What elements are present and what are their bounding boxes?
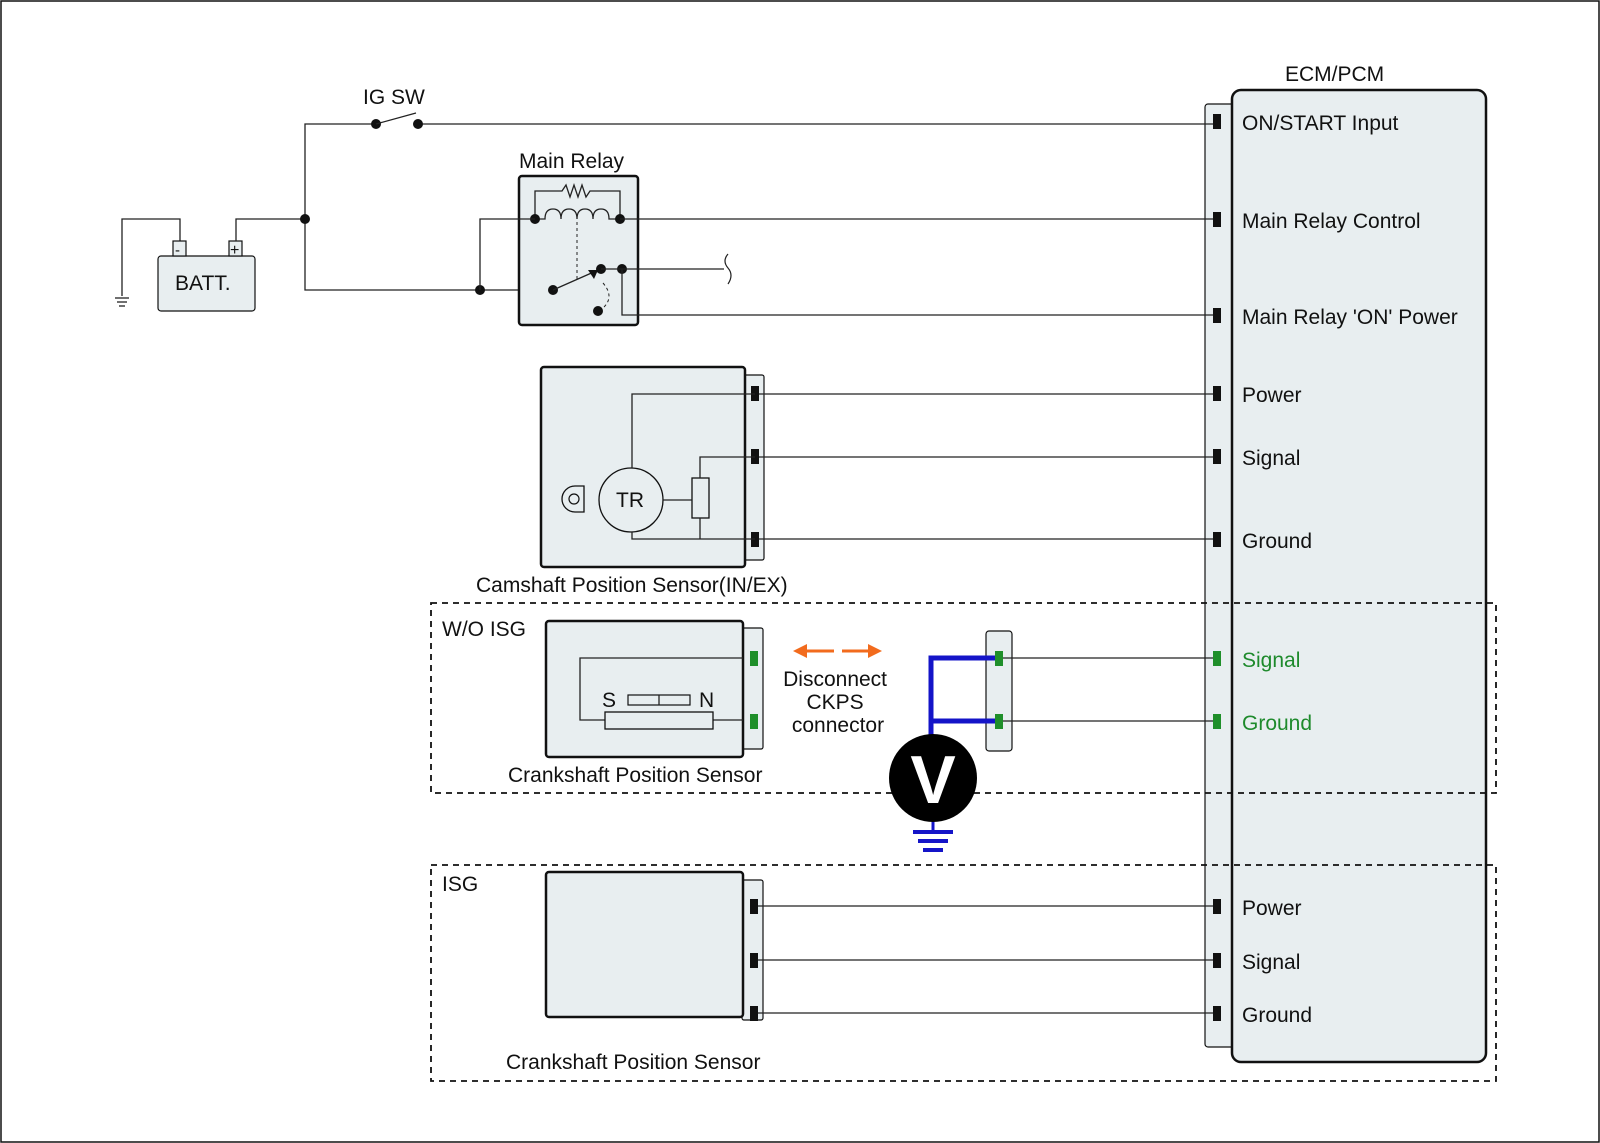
camshaft-position-sensor: TR Camshaft Position Sensor(IN/EX)	[476, 365, 788, 597]
battery-positive-wire	[235, 218, 305, 241]
isg-dashed-box	[430, 864, 1497, 1082]
ecm-pin	[1213, 651, 1221, 666]
ecm-pin-wo-signal: Signal	[1242, 649, 1300, 672]
ecm-pin-on-start: ON/START Input	[1242, 112, 1399, 135]
isg-label: ISG	[442, 873, 478, 896]
ecm-pin	[1213, 714, 1221, 729]
harness-connector[interactable]	[985, 630, 1013, 752]
instruction-line-2: CKPS	[806, 691, 863, 714]
relay-switch-nc	[593, 306, 603, 316]
ig-switch-lever	[375, 112, 417, 125]
ckp-internal-wire	[579, 657, 743, 721]
cmp-label: Camshaft Position Sensor(IN/EX)	[476, 574, 788, 597]
ecm-pcm: ECM/PCM	[1204, 63, 1488, 1064]
ecm-pin	[1213, 532, 1221, 547]
cmp-body	[539, 365, 747, 569]
disconnect-instruction: Disconnect CKPS connector	[783, 668, 893, 737]
relay-resistor	[534, 182, 621, 219]
harness-pin	[995, 714, 1003, 729]
ecm-pin	[1213, 212, 1221, 227]
disconnect-arrows-icon	[793, 644, 882, 658]
ecm-pin	[1213, 449, 1221, 464]
relay-switch-arm	[552, 270, 597, 291]
ig-switch-label: IG SW	[363, 86, 425, 109]
battery: - + BATT.	[115, 218, 256, 312]
isg-section: ISG Crankshaft Position Sensor	[430, 864, 1497, 1082]
isg-ckp-pin	[750, 953, 758, 968]
ig-switch-feed-wire	[304, 123, 376, 219]
isg-ckp-body	[544, 870, 745, 1019]
ckp-coil	[604, 711, 714, 730]
ecm-pin-isg-power: Power	[1242, 897, 1302, 920]
ecm-pin	[1213, 1006, 1221, 1021]
wo-isg-section: W/O ISG S N Crankshaft Position Sensor D…	[430, 602, 1497, 852]
ecm-pin	[1213, 953, 1221, 968]
ckp-pin	[750, 714, 758, 729]
ecm-pin-isg-ground: Ground	[1242, 1004, 1312, 1027]
relay-switch-arrow	[588, 270, 598, 279]
battery-negative-terminal	[172, 240, 187, 257]
voltmeter[interactable]: V	[889, 734, 977, 822]
cmp-internal-ground	[631, 532, 755, 540]
ecm-pin-cmp-signal: Signal	[1242, 447, 1300, 470]
battery-negative-sign: -	[175, 242, 180, 259]
ckp-pin	[750, 651, 758, 666]
magnet-icon	[561, 485, 585, 513]
relay-on-power-wire	[621, 269, 1213, 316]
cmp-tr-label: TR	[616, 489, 644, 512]
ecm-pin-relay-on-power: Main Relay 'ON' Power	[1242, 306, 1458, 329]
isg-sensor-label: Crankshaft Position Sensor	[506, 1051, 760, 1074]
ecm-pin	[1213, 114, 1221, 129]
battery-body	[157, 255, 256, 312]
relay-coil	[535, 208, 620, 220]
isg-ckp-pin	[750, 899, 758, 914]
relay-feed-wire	[304, 219, 553, 291]
ckp-connector-strip	[741, 627, 764, 750]
wo-isg-sensor-label: Crankshaft Position Sensor	[508, 764, 762, 787]
voltmeter-icon	[889, 734, 977, 822]
ecm-pin-isg-signal: Signal	[1242, 951, 1300, 974]
instruction-line-1: Disconnect	[783, 668, 887, 691]
ecm-pin-cmp-power: Power	[1242, 384, 1302, 407]
ecm-pin	[1213, 899, 1221, 914]
instruction-line-3: connector	[792, 714, 884, 737]
cmp-resistor	[691, 477, 710, 519]
ecm-pin-wo-ground: Ground	[1242, 712, 1312, 735]
ecm-title: ECM/PCM	[1285, 63, 1384, 86]
junction-dot	[300, 214, 310, 224]
ckp-n-label: N	[699, 689, 714, 712]
ig-switch-contact	[413, 119, 423, 129]
main-relay-label: Main Relay	[519, 150, 625, 173]
ecm-pin-cmp-ground: Ground	[1242, 530, 1312, 553]
harness-pin	[995, 651, 1003, 666]
ecm-pin	[1213, 308, 1221, 323]
relay-return-arc	[602, 282, 610, 309]
ecm-body	[1230, 88, 1488, 1064]
wo-isg-label: W/O ISG	[442, 618, 526, 641]
battery-ground-wire	[121, 218, 181, 296]
ground-icon	[913, 830, 953, 852]
voltmeter-probe-signal	[928, 655, 995, 743]
relay-coil-feed-wire	[479, 218, 535, 290]
voltmeter-label: V	[910, 742, 955, 818]
battery-positive-sign: +	[230, 242, 239, 259]
ig-switch[interactable]: IG SW	[363, 86, 425, 129]
ecm-pin-relay-control: Main Relay Control	[1242, 210, 1421, 233]
ckp-s-label: S	[602, 689, 616, 712]
battery-label: BATT.	[175, 272, 231, 295]
main-relay: Main Relay	[517, 150, 640, 327]
isg-ckp-pin	[750, 1006, 758, 1021]
cmp-internal-power	[631, 393, 755, 468]
wire-break-symbol	[724, 253, 732, 285]
cmp-internal-signal	[699, 456, 755, 478]
ecm-pin	[1213, 386, 1221, 401]
ecm-pins	[1213, 114, 1221, 1021]
